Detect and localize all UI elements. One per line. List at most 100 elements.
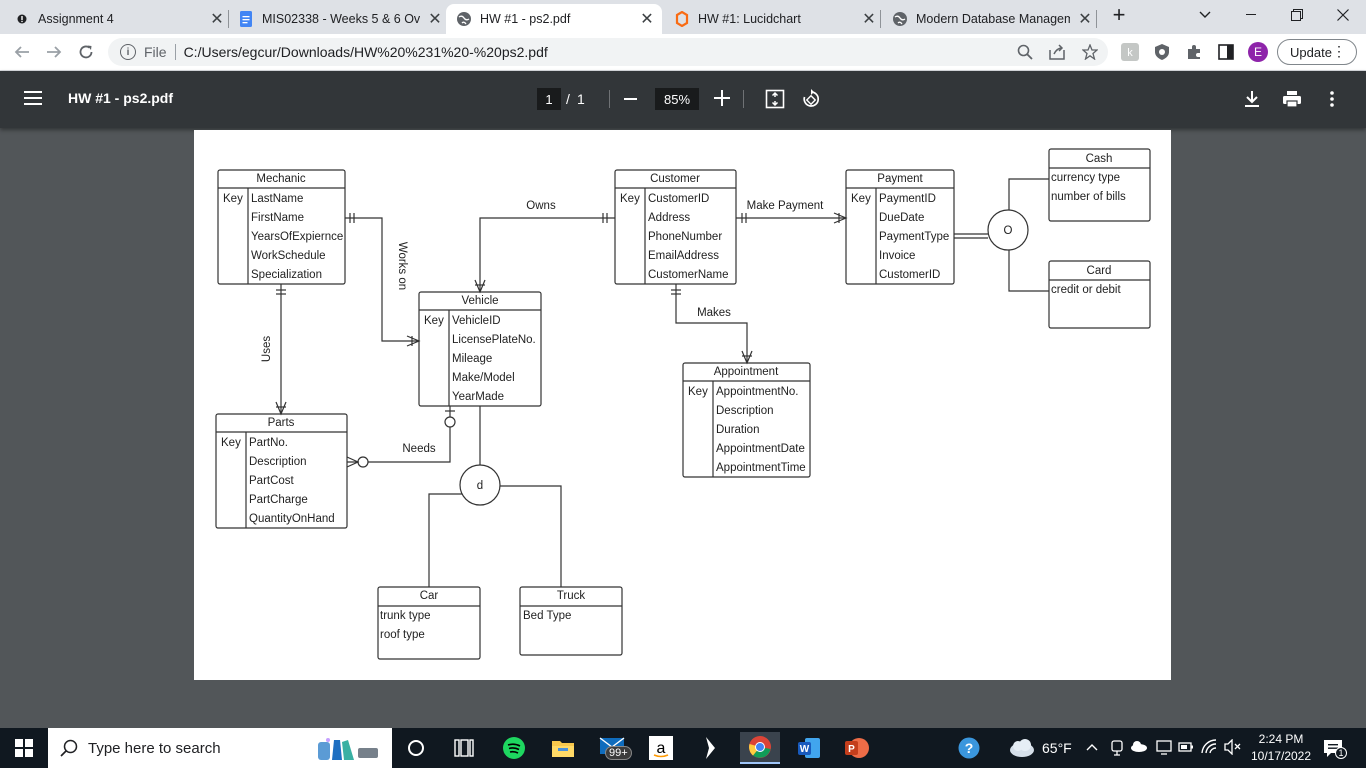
zoom-out-button[interactable] (624, 98, 637, 100)
display-icon[interactable] (1156, 739, 1172, 758)
taskbar-clock[interactable]: 2:24 PM 10/17/2022 (1246, 731, 1316, 765)
volume-muted-icon[interactable] (1224, 738, 1242, 758)
tab-hw1-pdf[interactable]: HW #1 - ps2.pdf ✕ (446, 4, 662, 34)
page-number-input[interactable]: 1 (537, 88, 561, 110)
tab-title: Assignment 4 (38, 12, 114, 26)
tab-mis02338[interactable]: MIS02338 - Weeks 5 & 6 Ove ✕ (238, 4, 444, 34)
tab-lucidchart[interactable]: HW #1: Lucidchart ✕ (674, 4, 878, 34)
shield-extension-icon[interactable] (1153, 43, 1171, 61)
taskbar-search-box[interactable]: Type here to search (48, 728, 392, 768)
more-options-icon[interactable] (1322, 89, 1342, 109)
spotify-icon[interactable] (494, 732, 534, 764)
entity-mechanic (217, 169, 346, 285)
wifi-icon[interactable] (1200, 739, 1218, 758)
share-icon[interactable] (1048, 43, 1066, 61)
tab-title: HW #1 - ps2.pdf (480, 12, 571, 26)
minimize-button[interactable] (1228, 0, 1274, 30)
tab-assignment-4[interactable]: Assignment 4 ✕ (14, 4, 226, 34)
vehicle-attribute: VehicleID (452, 315, 501, 327)
needs-label: Needs (402, 443, 435, 455)
parts-key-label: Key (221, 437, 241, 449)
start-button[interactable] (0, 728, 48, 768)
bookmark-star-icon[interactable] (1081, 43, 1099, 61)
tray-chevron-up-icon[interactable] (1086, 740, 1098, 755)
card-title: Card (1087, 265, 1112, 277)
card-attribute: credit or debit (1051, 284, 1121, 296)
task-view-icon[interactable] (444, 732, 484, 764)
zoom-level-input[interactable]: 85% (655, 88, 699, 110)
update-button[interactable]: Update ⋮ (1277, 39, 1357, 65)
reload-button[interactable] (72, 38, 100, 66)
lucidchart-icon (674, 11, 690, 27)
kebab-menu-icon[interactable]: ⋮ (1332, 43, 1346, 59)
bolt-app-icon[interactable] (690, 732, 730, 764)
customer-attribute: CustomerName (648, 269, 729, 281)
rotate-icon[interactable] (801, 89, 821, 109)
close-tab-icon[interactable]: ✕ (862, 11, 876, 28)
tab-modern-database[interactable]: Modern Database Managem ✕ (892, 4, 1094, 34)
entity-cash (1048, 148, 1151, 222)
address-bar[interactable]: i File C:/Users/egcur/Downloads/HW%20%23… (108, 38, 1108, 66)
payment-attribute: PaymentType (879, 231, 949, 243)
customer-attribute: PhoneNumber (648, 231, 722, 243)
appointment-attribute: AppointmentTime (716, 462, 806, 474)
extension-gray-icon[interactable]: k (1121, 43, 1139, 61)
appointment-key-label: Key (688, 386, 708, 398)
amazon-icon[interactable]: a (641, 732, 681, 764)
side-panel-icon[interactable] (1217, 43, 1235, 61)
profile-avatar[interactable]: E (1248, 42, 1268, 62)
payment-attribute: PaymentID (879, 193, 936, 205)
zoom-in-button[interactable] (714, 90, 730, 106)
close-tab-icon[interactable]: ✕ (210, 11, 224, 28)
tab-title: MIS02338 - Weeks 5 & 6 Ove (262, 12, 420, 26)
truck-title: Truck (557, 590, 586, 602)
powerpoint-icon[interactable]: P (837, 732, 877, 764)
fit-page-icon[interactable] (765, 89, 785, 109)
makes-label: Makes (697, 307, 731, 319)
customer-title: Customer (650, 173, 700, 185)
globe-icon (892, 11, 908, 27)
close-tab-icon[interactable]: ✕ (1078, 11, 1092, 28)
word-icon[interactable]: W (789, 732, 829, 764)
entity-vehicle (418, 291, 542, 407)
close-window-button[interactable] (1320, 0, 1366, 30)
vehicle-attribute: Make/Model (452, 372, 515, 384)
payment-key-label: Key (851, 193, 871, 205)
close-tab-icon[interactable]: ✕ (428, 11, 442, 28)
mechanic-attribute: LastName (251, 193, 303, 205)
site-info-icon[interactable]: i (120, 44, 136, 60)
truck-attribute: Bed Type (523, 610, 571, 622)
mail-icon[interactable]: 99+ (593, 732, 633, 764)
back-button[interactable] (8, 38, 36, 66)
browser-toolbar: i File C:/Users/egcur/Downloads/HW%20%23… (0, 34, 1366, 71)
help-icon[interactable]: ? (958, 737, 980, 762)
chrome-icon[interactable] (740, 732, 780, 764)
new-tab-button[interactable]: + (1112, 2, 1126, 27)
download-icon[interactable] (1242, 89, 1262, 109)
notifications-icon[interactable]: 1 (1322, 738, 1347, 765)
extensions-puzzle-icon[interactable] (1185, 43, 1203, 61)
tab-search-chevron-icon[interactable] (1182, 0, 1228, 30)
print-icon[interactable] (1282, 89, 1302, 109)
vehicle-title: Vehicle (461, 295, 498, 307)
forward-button[interactable] (40, 38, 68, 66)
close-tab-icon[interactable]: ✕ (640, 11, 654, 28)
temperature[interactable]: 65°F (1042, 740, 1072, 756)
url-text[interactable]: C:/Users/egcur/Downloads/HW%20%231%20-%2… (183, 44, 548, 60)
windows-taskbar: Type here to search 99+ a W P ? (0, 728, 1366, 768)
car-attribute: trunk type (380, 610, 431, 622)
search-icon (60, 739, 78, 762)
restore-button[interactable] (1274, 0, 1320, 30)
zoom-magnifier-icon[interactable] (1016, 43, 1034, 61)
weather-cloud-icon[interactable] (1008, 738, 1036, 761)
customer-key-label: Key (620, 193, 640, 205)
onedrive-icon[interactable] (1130, 740, 1148, 755)
tab-divider (880, 10, 881, 28)
windows-logo-icon (15, 739, 33, 757)
cortana-icon[interactable] (396, 732, 436, 764)
meet-now-icon[interactable] (1110, 740, 1124, 759)
hamburger-menu-icon[interactable] (24, 91, 42, 105)
battery-icon[interactable] (1178, 741, 1194, 756)
file-explorer-icon[interactable] (543, 732, 583, 764)
